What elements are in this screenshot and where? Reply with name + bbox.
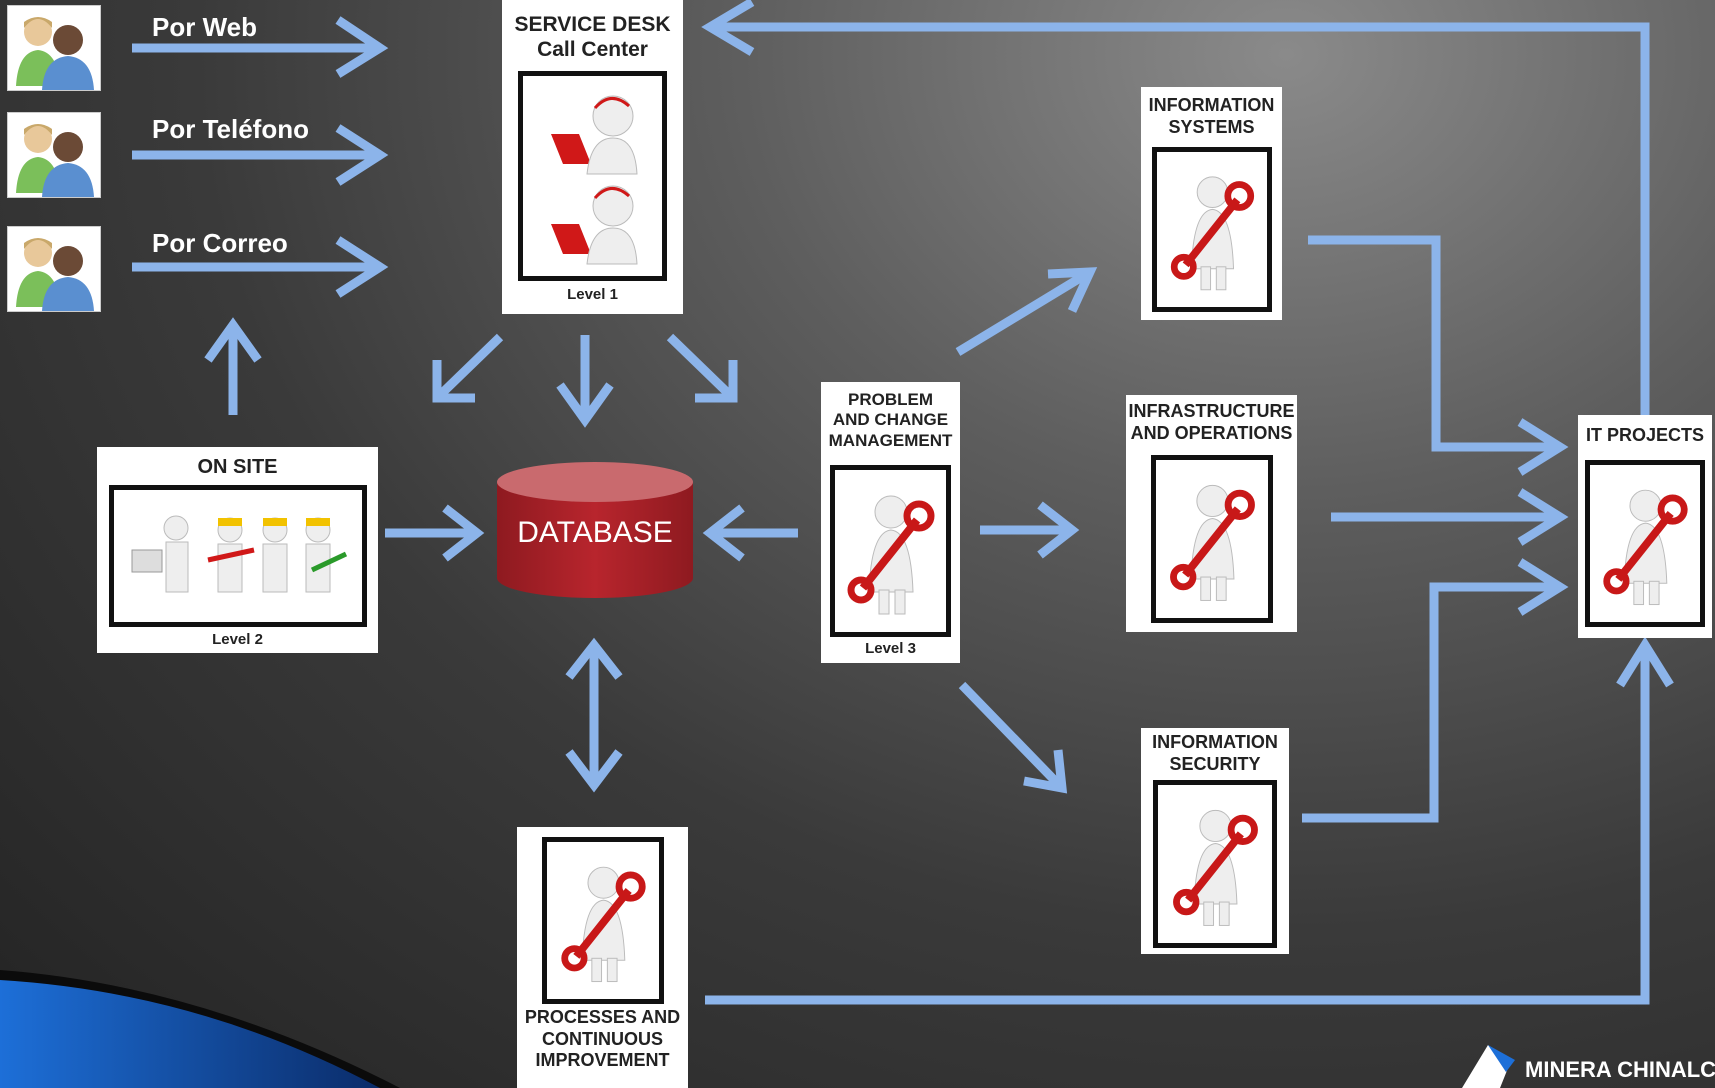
phone-arrow — [132, 124, 389, 186]
channel-web-label: Por Web — [152, 12, 257, 42]
infrastructure-operations-tech-icon — [1151, 455, 1273, 623]
information-systems-title: INFORMATION SYSTEMS — [1148, 95, 1275, 137]
problem-change-title: PROBLEM AND CHANGE MANAGEMENT — [828, 390, 953, 450]
db-processes-arrow — [565, 637, 623, 793]
pm-sec-arrow — [958, 681, 1068, 794]
information-systems-card: INFORMATION SYSTEMS — [1141, 87, 1282, 320]
processes-improvement-title: PROCESSES AND CONTINUOUS IMPROVEMENT — [524, 1007, 681, 1071]
onsite-db-arrow — [385, 504, 485, 562]
proc-itp-arrow — [705, 636, 1674, 1005]
is-itp-arrow — [1308, 235, 1569, 476]
service-desk-level: Level 1 — [567, 286, 618, 303]
itp-sd-arrow — [701, 0, 1650, 415]
sd-down-arrow — [556, 335, 614, 428]
database-label: DATABASE — [517, 516, 673, 549]
processes-improvement-card: PROCESSES AND CONTINUOUS IMPROVEMENT — [517, 827, 688, 1088]
service-desk-card: SERVICE DESK Call Center Level 1 — [502, 0, 683, 314]
processes-improvement-tech-icon — [542, 837, 664, 1004]
field-technicians-icon — [109, 485, 367, 627]
on-site-title: ON SITE — [197, 456, 278, 478]
call-center-agents-icon — [518, 71, 667, 281]
on-site-card: ON SITE Level 2 — [97, 447, 378, 653]
customer-web-icon — [7, 5, 101, 91]
customer-phone-icon — [7, 112, 101, 198]
it-projects-tech-icon — [1585, 460, 1705, 627]
service-desk-title: SERVICE DESK Call Center — [514, 13, 671, 62]
channel-phone-label: Por Teléfono — [152, 114, 309, 144]
information-security-title: INFORMATION SECURITY — [1152, 732, 1278, 774]
sd-left-down-arrow — [432, 333, 504, 403]
pm-is-arrow — [955, 267, 1098, 356]
channel-mail-label: Por Correo — [152, 228, 288, 258]
customer-mail-icon — [7, 226, 101, 312]
infrastructure-operations-card: INFRASTRUCTURE AND OPERATIONS — [1126, 395, 1297, 632]
onsite-up-arrow — [204, 317, 262, 415]
company-logo-text: MINERA CHINALCO I — [1525, 1057, 1715, 1082]
problem-change-level: Level 3 — [865, 640, 916, 657]
pm-infra-arrow — [980, 501, 1080, 559]
it-projects-title: IT PROJECTS — [1585, 425, 1705, 445]
infra-itp-arrow — [1331, 488, 1569, 546]
information-security-tech-icon — [1153, 780, 1277, 948]
infrastructure-operations-title: INFRASTRUCTURE AND OPERATIONS — [1128, 401, 1295, 443]
information-systems-tech-icon — [1152, 147, 1272, 312]
pm-db-arrow — [702, 504, 798, 562]
problem-change-card: PROBLEM AND CHANGE MANAGEMENT Level 3 — [821, 382, 960, 663]
it-projects-card: IT PROJECTS — [1578, 415, 1712, 638]
sd-right-down-arrow — [666, 333, 738, 403]
web-arrow — [132, 16, 389, 78]
sec-itp-arrow — [1302, 558, 1569, 823]
mail-arrow — [132, 236, 389, 298]
on-site-level: Level 2 — [212, 631, 263, 648]
problem-change-tech-icon — [830, 465, 951, 637]
information-security-card: INFORMATION SECURITY — [1141, 728, 1289, 954]
